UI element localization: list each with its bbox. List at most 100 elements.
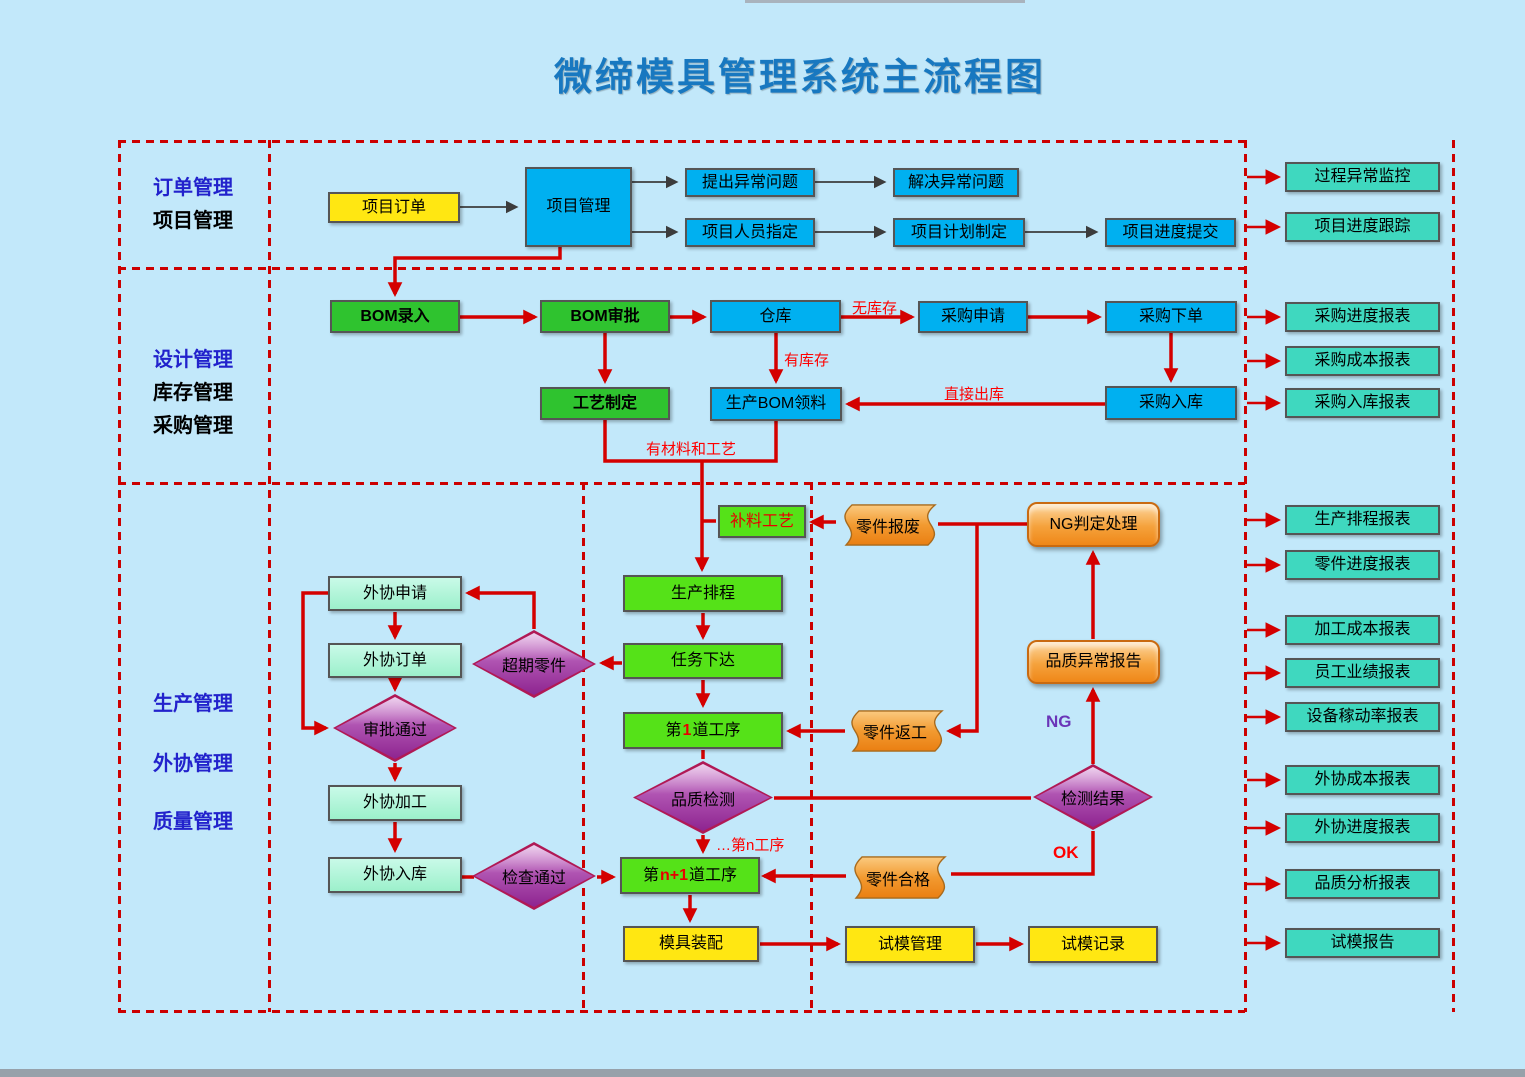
- node-label-num: n+1: [659, 866, 688, 884]
- node-purchase-request: 采购申请: [918, 301, 1028, 333]
- node-label: NG判定处理: [1049, 515, 1138, 533]
- page-title: 微缔模具管理系统主流程图: [553, 57, 1046, 99]
- report-label: 员工业绩报表: [1314, 664, 1411, 682]
- node-warehouse: 仓库: [710, 300, 841, 333]
- section-border: [582, 482, 585, 1012]
- report-equipment-utilization: 设备稼动率报表: [1285, 702, 1440, 732]
- edge-label-nth-operation: …第n工序: [716, 837, 785, 854]
- node-mold-assembly: 模具装配: [623, 926, 759, 962]
- node-label: 仓库: [759, 307, 792, 325]
- flag-shape: [851, 710, 944, 752]
- node-label: BOM录入: [360, 307, 430, 325]
- node-label: 项目人员指定: [701, 223, 798, 241]
- node-label: 提出异常问题: [701, 173, 798, 191]
- label-project-mgmt: 项目管理: [153, 210, 233, 232]
- node-label-num: 1: [682, 721, 692, 739]
- node-task-release: 任务下达: [623, 643, 783, 679]
- window-top-edge: [745, 0, 1025, 3]
- node-label: BOM审批: [570, 307, 640, 325]
- decision-check-passed: 检查通过: [472, 842, 596, 910]
- flag-shape: [844, 504, 937, 546]
- section-label-design: 设计管理 库存管理 采购管理: [118, 344, 268, 443]
- node-label: 外协入库: [362, 866, 427, 884]
- report-label: 采购成本报表: [1314, 352, 1411, 370]
- label-order-mgmt: 订单管理: [153, 177, 233, 199]
- report-employee-performance: 员工业绩报表: [1285, 658, 1440, 688]
- report-part-progress: 零件进度报表: [1285, 550, 1440, 580]
- node-outsource-request: 外协申请: [328, 576, 462, 611]
- node-label: 模具装配: [658, 935, 723, 953]
- label-design-mgmt: 设计管理: [153, 349, 233, 371]
- node-project-management: 项目管理: [525, 167, 632, 247]
- edge-label-ok: OK: [1053, 843, 1079, 862]
- node-label: 零件报废: [855, 519, 920, 536]
- node-label: 试模记录: [1060, 935, 1125, 953]
- section-border: [118, 1010, 1245, 1013]
- report-processing-cost: 加工成本报表: [1285, 615, 1440, 645]
- report-label: 采购入库报表: [1314, 394, 1411, 412]
- label-outsource-mgmt: 外协管理: [153, 753, 233, 775]
- report-label: 试模报告: [1330, 934, 1395, 952]
- node-quality-exception-report: 品质异常报告: [1027, 640, 1160, 684]
- report-label: 过程异常监控: [1314, 168, 1411, 186]
- node-submit-progress: 项目进度提交: [1105, 218, 1236, 247]
- node-label: 审批通过: [362, 722, 427, 739]
- node-label: 采购下单: [1138, 308, 1203, 326]
- node-purchase-inbound: 采购入库: [1105, 386, 1237, 420]
- node-label: 第: [665, 721, 682, 739]
- node-label: 第: [642, 866, 659, 884]
- node-outsource-order: 外协订单: [328, 643, 462, 678]
- label-stock-mgmt: 库存管理: [153, 382, 233, 404]
- report-label: 品质分析报表: [1314, 875, 1411, 893]
- label-production-mgmt: 生产管理: [153, 693, 233, 715]
- report-label: 外协成本报表: [1314, 771, 1411, 789]
- edge-label-material-ready: 有材料和工艺: [646, 441, 737, 458]
- report-production-schedule: 生产排程报表: [1285, 505, 1440, 535]
- report-purchase-progress: 采购进度报表: [1285, 302, 1440, 332]
- node-label: 外协申请: [362, 584, 427, 602]
- flag-shape: [854, 856, 947, 899]
- section-border: [118, 140, 121, 1012]
- node-label: 道工序: [692, 721, 741, 739]
- node-label: 解决异常问题: [907, 173, 1004, 191]
- node-label: 检查通过: [501, 870, 566, 887]
- decision-overdue-parts: 超期零件: [472, 630, 596, 698]
- node-outsource-processing: 外协加工: [328, 785, 462, 821]
- node-assign-staff: 项目人员指定: [685, 218, 815, 247]
- node-label: 品质异常报告: [1045, 653, 1142, 671]
- report-outsource-cost: 外协成本报表: [1285, 765, 1440, 795]
- node-label: 补料工艺: [729, 512, 794, 530]
- node-label: 项目计划制定: [910, 223, 1007, 241]
- report-label: 项目进度跟踪: [1314, 218, 1411, 236]
- report-trial-report: 试模报告: [1285, 928, 1440, 958]
- report-label: 采购进度报表: [1314, 308, 1411, 326]
- report-quality-analysis: 品质分析报表: [1285, 869, 1440, 899]
- label-quality-mgmt: 质量管理: [153, 811, 233, 833]
- section-border: [1452, 140, 1455, 1012]
- node-trial-record: 试模记录: [1028, 926, 1158, 963]
- report-label: 外协进度报表: [1314, 819, 1411, 837]
- node-label: 工艺制定: [572, 394, 637, 412]
- section-border: [1244, 140, 1247, 1012]
- node-replenish-process: 补料工艺: [718, 505, 806, 538]
- node-bom-entry: BOM录入: [330, 300, 460, 333]
- node-label: 试模管理: [877, 935, 942, 953]
- node-label: 项目订单: [361, 198, 426, 216]
- report-label: 生产排程报表: [1314, 511, 1411, 529]
- window-bottom-bar: [0, 1069, 1525, 1077]
- node-part-rework: 零件返工: [845, 710, 945, 752]
- report-project-progress-track: 项目进度跟踪: [1285, 212, 1440, 242]
- node-label: 任务下达: [670, 652, 735, 670]
- report-label: 加工成本报表: [1314, 621, 1411, 639]
- section-border: [810, 482, 813, 1012]
- node-label: 道工序: [689, 866, 738, 884]
- report-purchase-inbound: 采购入库报表: [1285, 388, 1440, 418]
- edge-label-direct-out: 直接出库: [944, 386, 1005, 403]
- node-part-qualified: 零件合格: [848, 856, 948, 899]
- decision-quality-inspection: 品质检测: [633, 761, 773, 834]
- node-purchase-order: 采购下单: [1105, 301, 1237, 333]
- node-label: 零件合格: [865, 871, 930, 889]
- node-make-plan: 项目计划制定: [893, 218, 1025, 247]
